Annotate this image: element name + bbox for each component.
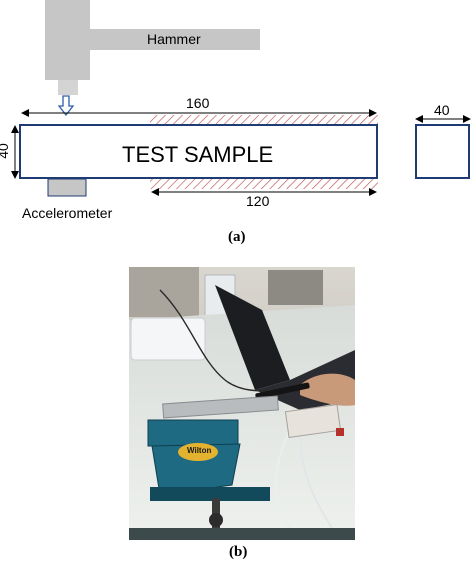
hand — [300, 373, 355, 406]
dimension-section-label: 40 — [434, 102, 450, 118]
test-sample-label: TEST SAMPLE — [122, 142, 274, 167]
panel-a-schematic — [11, 0, 471, 197]
dimension-height-label: 40 — [0, 143, 11, 159]
hammer-drawing — [45, 0, 260, 95]
hammer-handle — [90, 29, 260, 50]
impact-arrow-icon — [57, 95, 75, 117]
bench-vise — [147, 419, 270, 528]
hammer-label: Hammer — [147, 31, 201, 47]
hammer-head — [45, 0, 90, 80]
lab-equipment-right — [268, 270, 323, 305]
beam-sample — [162, 395, 279, 419]
panel-a-caption: (a) — [228, 229, 246, 245]
accelerometer-block — [47, 178, 87, 197]
panel-b-photo — [129, 267, 355, 540]
clamp-hatch-top — [150, 115, 378, 125]
red-connector — [336, 428, 344, 436]
panel-b-caption: (b) — [229, 544, 248, 560]
test-sample-beam — [19, 124, 378, 179]
lab-equipment-left — [129, 267, 199, 317]
cross-section-square — [415, 124, 470, 179]
bench-edge — [129, 528, 355, 540]
vise-badge — [178, 443, 218, 461]
daq-box — [284, 403, 342, 439]
vise-brand-label: Wilton — [187, 446, 212, 455]
dimension-length-label: 160 — [186, 95, 210, 111]
plastic-tub — [130, 317, 206, 361]
laptop-screen — [215, 285, 290, 390]
dimension-clamped-label: 120 — [246, 193, 270, 209]
hammer-tip — [58, 80, 78, 95]
impact-hammer — [255, 382, 310, 400]
accelerometer-label: Accelerometer — [22, 205, 113, 221]
clamp-hatch-bottom — [150, 178, 378, 189]
